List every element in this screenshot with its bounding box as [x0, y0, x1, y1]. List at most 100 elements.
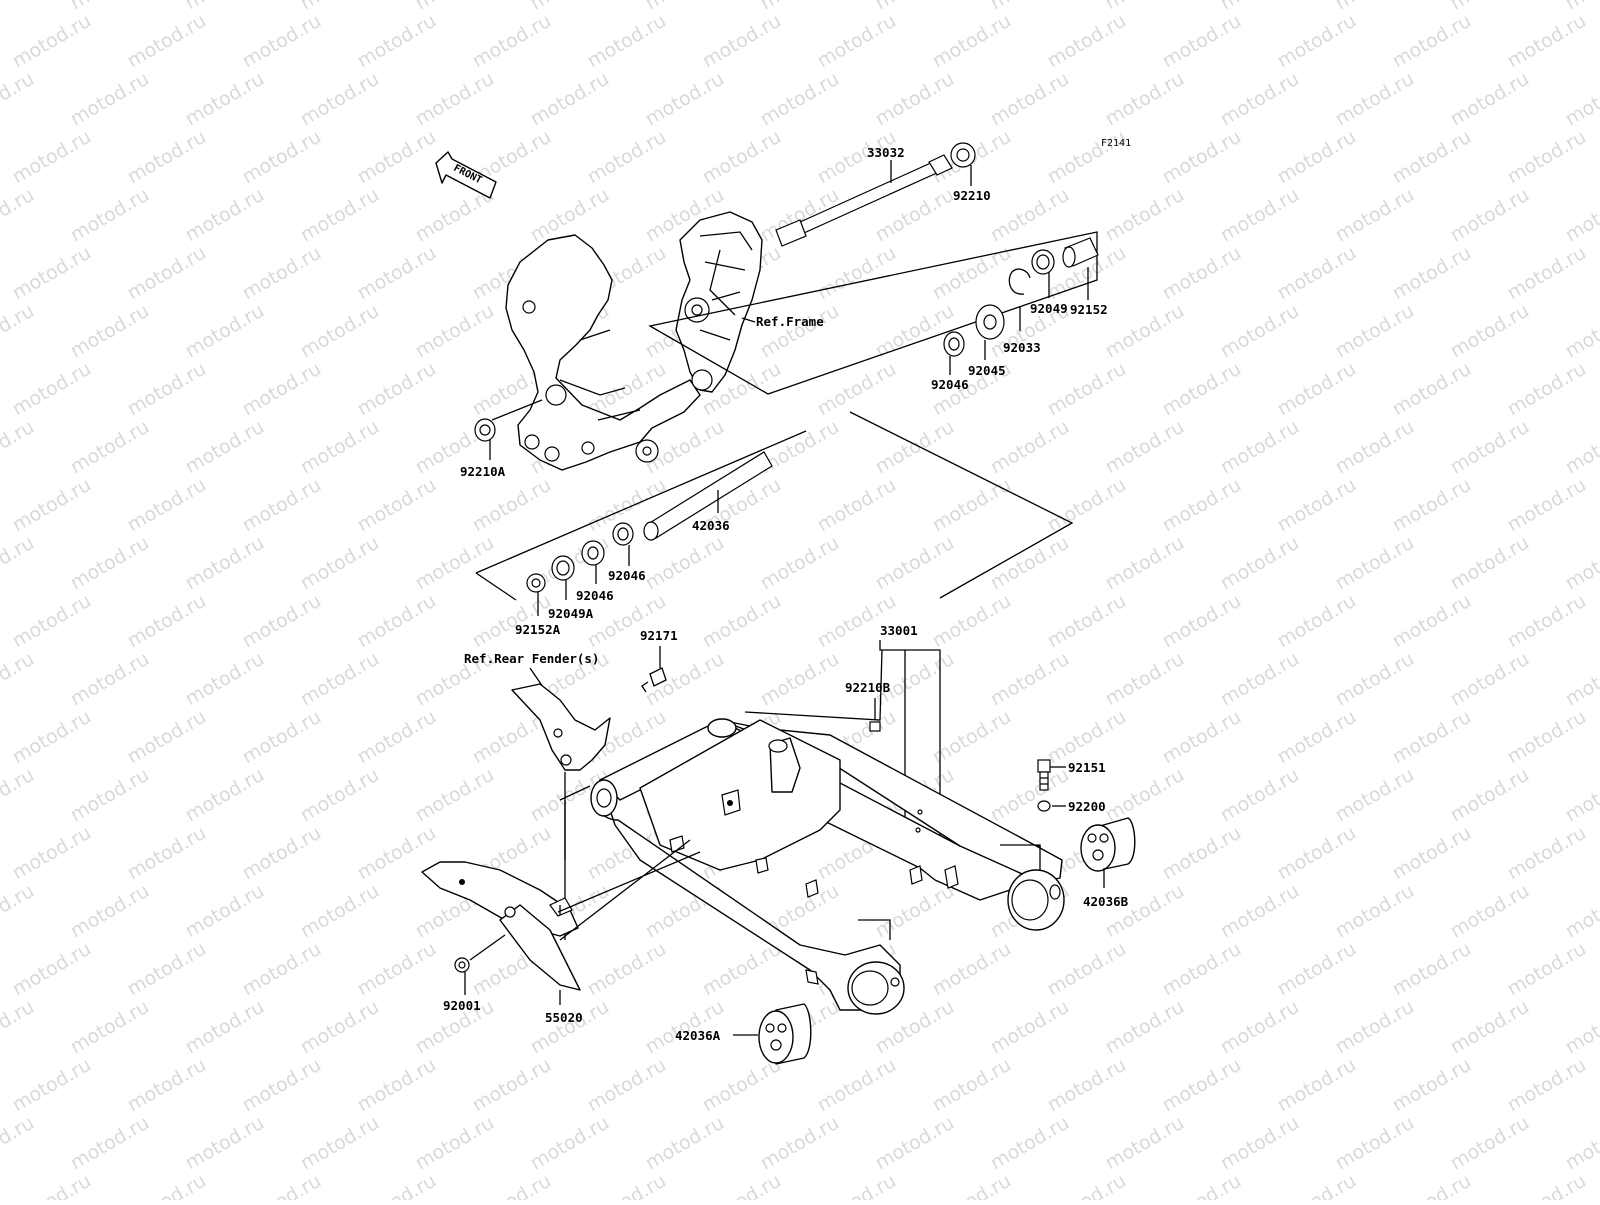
watermark-text: motod.ru — [1389, 938, 1475, 1001]
watermark-text: motod.ru — [1562, 764, 1600, 827]
watermark-text: motod.ru — [297, 648, 383, 711]
watermark-text: motod.ru — [67, 300, 153, 363]
watermark-text: motod.ru — [1504, 706, 1590, 769]
watermark-text: motod.ru — [1159, 1170, 1245, 1200]
watermark-text: motod.ru — [182, 996, 268, 1059]
watermark-text: motod.ru — [469, 1054, 555, 1117]
part-92151-bolt — [1038, 760, 1050, 790]
watermark-text: motod.ru — [757, 300, 843, 363]
watermark-text: motod.ru — [0, 996, 38, 1059]
watermark-text: motod.ru — [9, 1170, 95, 1200]
watermark-text: motod.ru — [1447, 68, 1533, 131]
watermark-text: motod.ru — [1044, 1170, 1130, 1200]
watermark-text: motod.ru — [9, 938, 95, 1001]
watermark-text: motod.ru — [987, 648, 1073, 711]
watermark-text: motod.ru — [0, 532, 38, 595]
watermark-text: motod.ru — [814, 358, 900, 421]
watermark-text: motod.ru — [872, 880, 958, 943]
watermark-text: motod.ru — [1044, 358, 1130, 421]
watermark-text: motod.ru — [1389, 1054, 1475, 1117]
watermark-text: motod.ru — [929, 590, 1015, 653]
watermark-text: motod.ru — [1159, 822, 1245, 885]
watermark-text: motod.ru — [1447, 532, 1533, 595]
watermark-text: motod.ru — [124, 1054, 210, 1117]
watermark-text: motod.ru — [182, 880, 268, 943]
watermark-text: motod.ru — [182, 1112, 268, 1175]
watermark-text: motod.ru — [1504, 474, 1590, 537]
watermark-text: motod.ru — [1447, 184, 1533, 247]
watermark-text: motod.ru — [1389, 10, 1475, 73]
label-92049: 92049 — [1030, 301, 1068, 316]
watermark-text: motod.ru — [354, 126, 440, 189]
watermark-text: motod.ru — [354, 474, 440, 537]
watermark-text: motod.ru — [1274, 1170, 1360, 1200]
watermark-text: motod.ru — [297, 532, 383, 595]
watermark-text: motod.ru — [1217, 416, 1303, 479]
watermark-text: motod.ru — [1274, 938, 1360, 1001]
part-92033-snap-ring — [1009, 269, 1030, 294]
watermark-text: motod.ru — [814, 1170, 900, 1200]
watermark-text: motod.ru — [1332, 300, 1418, 363]
watermark-text: motod.ru — [182, 416, 268, 479]
watermark-text: motod.ru — [354, 938, 440, 1001]
watermark-text: motod.ru — [124, 1170, 210, 1200]
part-92046-needle-bearing-c — [582, 541, 604, 565]
watermark-text: motod.ru — [297, 1112, 383, 1175]
watermark-text: motod.ru — [929, 706, 1015, 769]
watermark-text: motod.ru — [1562, 1112, 1600, 1175]
watermark-text: motod.ru — [0, 184, 38, 247]
watermark-text: motod.ru — [1447, 1112, 1533, 1175]
part-92046-needle-bearing — [944, 332, 964, 356]
watermark-text: motod.ru — [1562, 416, 1600, 479]
watermark-text: motod.ru — [642, 68, 728, 131]
watermark-text: motod.ru — [1102, 880, 1188, 943]
watermark-text: motod.ru — [239, 1170, 325, 1200]
watermark-text: motod.ru — [412, 532, 498, 595]
watermark-text: motod.ru — [9, 10, 95, 73]
watermark-text: motod.ru — [1389, 1170, 1475, 1200]
watermark-text: motod.ru — [1102, 532, 1188, 595]
watermark-text: motod.ru — [297, 416, 383, 479]
watermark-text: motod.ru — [0, 416, 38, 479]
label-33001: 33001 — [880, 623, 918, 638]
watermark-text: motod.ru — [297, 880, 383, 943]
watermark-text: motod.ru — [9, 474, 95, 537]
label-92046-a: 92046 — [931, 377, 969, 392]
watermark-text: motod.ru — [412, 300, 498, 363]
label-92151: 92151 — [1068, 760, 1106, 775]
watermark-text: motod.ru — [1504, 822, 1590, 885]
watermark-text: motod.ru — [1044, 126, 1130, 189]
watermark-text: motod.ru — [929, 938, 1015, 1001]
watermark-text: motod.ru — [1389, 822, 1475, 885]
watermark-text: motod.ru — [699, 1054, 785, 1117]
watermark-text: motod.ru — [1159, 590, 1245, 653]
watermark-text: motod.ru — [699, 126, 785, 189]
watermark-text: motod.ru — [9, 358, 95, 421]
watermark-text: motod.ru — [1044, 10, 1130, 73]
watermark-text: motod.ru — [527, 996, 613, 1059]
watermark-text: motod.ru — [297, 996, 383, 1059]
watermark-text: motod.ru — [1332, 648, 1418, 711]
watermark-text: motod.ru — [124, 126, 210, 189]
watermark-text: motod.ru — [1389, 126, 1475, 189]
watermark-text: motod.ru — [987, 184, 1073, 247]
watermark-text: motod.ru — [1102, 648, 1188, 711]
watermark-text: motod.ru — [67, 416, 153, 479]
watermark-text: motod.ru — [354, 1054, 440, 1117]
watermark-text: motod.ru — [1447, 764, 1533, 827]
watermark-text: motod.ru — [1159, 10, 1245, 73]
part-92049a-seal — [552, 556, 574, 580]
label-42036b: 42036B — [1083, 894, 1129, 909]
watermark-text: motod.ru — [354, 1170, 440, 1200]
part-92200-washer — [1038, 801, 1050, 811]
ref-rear-fender-label: Ref.Rear Fender(s) — [464, 651, 599, 666]
watermark-text: motod.ru — [469, 590, 555, 653]
part-92210-nut — [951, 143, 975, 167]
watermark-text: motod.ru — [412, 1112, 498, 1175]
watermark-text: motod.ru — [1504, 938, 1590, 1001]
label-42036: 42036 — [692, 518, 730, 533]
watermark-text: motod.ru — [872, 532, 958, 595]
watermark-text: motod.ru — [1389, 474, 1475, 537]
watermark-text: motod.ru — [814, 1054, 900, 1117]
watermark-text: motod.ru — [757, 1112, 843, 1175]
